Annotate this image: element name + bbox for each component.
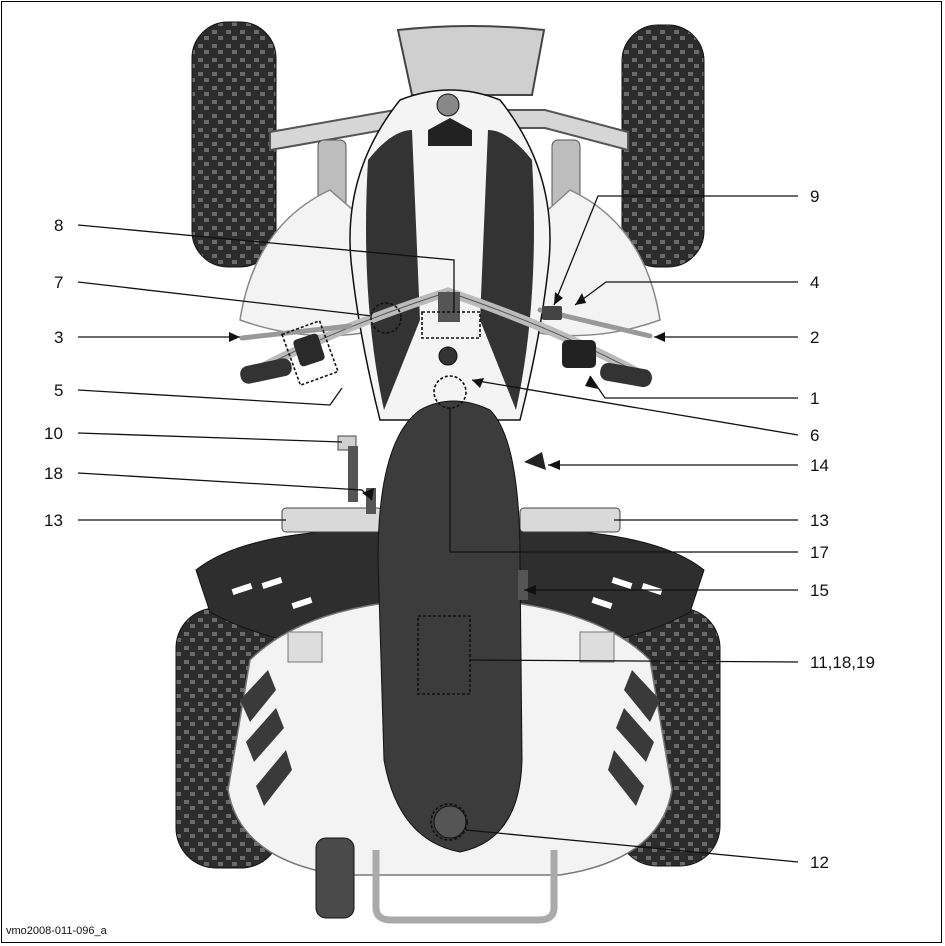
callout-label-12: 12 — [810, 853, 829, 872]
callout-label-6: 6 — [810, 426, 819, 445]
leader-lines — [77, 195, 799, 863]
ignition-key — [438, 346, 458, 366]
front-left-tire — [191, 21, 277, 268]
right-grip — [600, 362, 652, 388]
callout-marker-7 — [370, 302, 402, 334]
callout-label-5: 5 — [54, 381, 63, 400]
callout-label-13-left: 13 — [44, 511, 63, 530]
footpeg-right — [519, 507, 621, 533]
callout-marker-8 — [421, 311, 481, 339]
callout-marker-17 — [433, 375, 467, 409]
exhaust-muffler — [315, 837, 355, 919]
choke-lever — [524, 452, 546, 470]
callout-label-3: 3 — [54, 328, 63, 347]
left-brake-lever — [239, 323, 353, 341]
front-right-tire — [621, 24, 705, 268]
rear-grab-bar — [372, 850, 558, 924]
arrow-heads — [229, 292, 665, 595]
callout-label-11-18-19: 11,18,19 — [810, 653, 875, 672]
callout-label-7: 7 — [54, 273, 63, 292]
callout-label-17: 17 — [810, 543, 829, 562]
hood-dark-stripe-left — [366, 130, 420, 410]
callout-label-9: 9 — [810, 187, 819, 206]
left-grip — [240, 358, 292, 384]
callout-label-18: 18 — [44, 464, 63, 483]
callout-marker-5 — [280, 319, 340, 387]
callout-label-8: 8 — [54, 216, 63, 235]
callout-label-2: 2 — [810, 328, 819, 347]
left-switch-housing — [293, 333, 325, 367]
callout-label-4: 4 — [810, 273, 819, 292]
front-filler-cap — [436, 93, 460, 117]
callout-label-14: 14 — [810, 456, 829, 475]
steering-stem — [438, 292, 460, 322]
hood-dark-stripe-right — [480, 130, 534, 410]
callout-labels: 1 2 3 4 5 6 7 8 9 10 11,18,19 12 13 13 1… — [44, 187, 875, 872]
hood-vent — [428, 118, 472, 146]
callout-label-1: 1 — [810, 389, 819, 408]
seat-latch — [433, 805, 467, 839]
callout-label-13-right: 13 — [810, 511, 829, 530]
throttle-housing — [562, 340, 596, 368]
callout-label-10: 10 — [44, 424, 63, 443]
callout-marker-12 — [430, 803, 468, 841]
callout-label-15: 15 — [810, 581, 829, 600]
figure-reference: vmo2008-011-096_a — [6, 925, 107, 937]
callout-marker-11 — [417, 615, 471, 695]
front-bumper — [396, 25, 546, 96]
gear-shifter — [337, 435, 358, 502]
